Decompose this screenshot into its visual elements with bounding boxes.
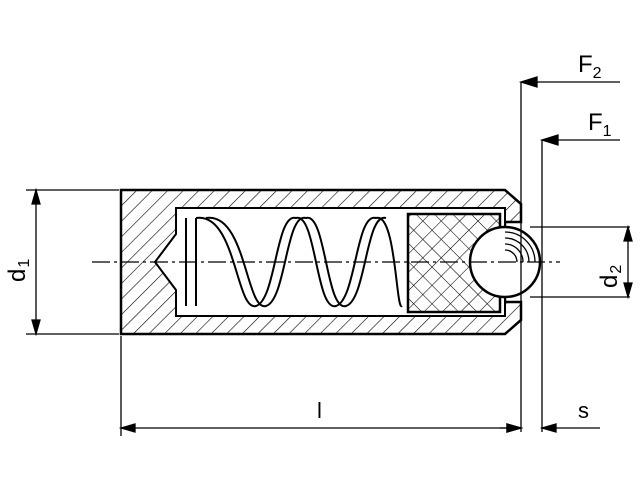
dimension-d1 xyxy=(26,187,119,337)
dimension-s xyxy=(500,423,600,433)
label-s: s xyxy=(578,398,589,423)
label-f2: F2 xyxy=(578,51,602,82)
dimension-d2 xyxy=(530,224,633,300)
thrust-pin xyxy=(406,212,502,314)
label-f1: F1 xyxy=(588,109,612,140)
force-f1-arrow xyxy=(539,134,620,432)
label-d1: d1 xyxy=(4,259,33,282)
compression-spring xyxy=(185,216,403,308)
force-f2-arrow xyxy=(518,76,620,432)
label-l: l xyxy=(317,398,322,423)
label-d2: d2 xyxy=(596,265,625,288)
